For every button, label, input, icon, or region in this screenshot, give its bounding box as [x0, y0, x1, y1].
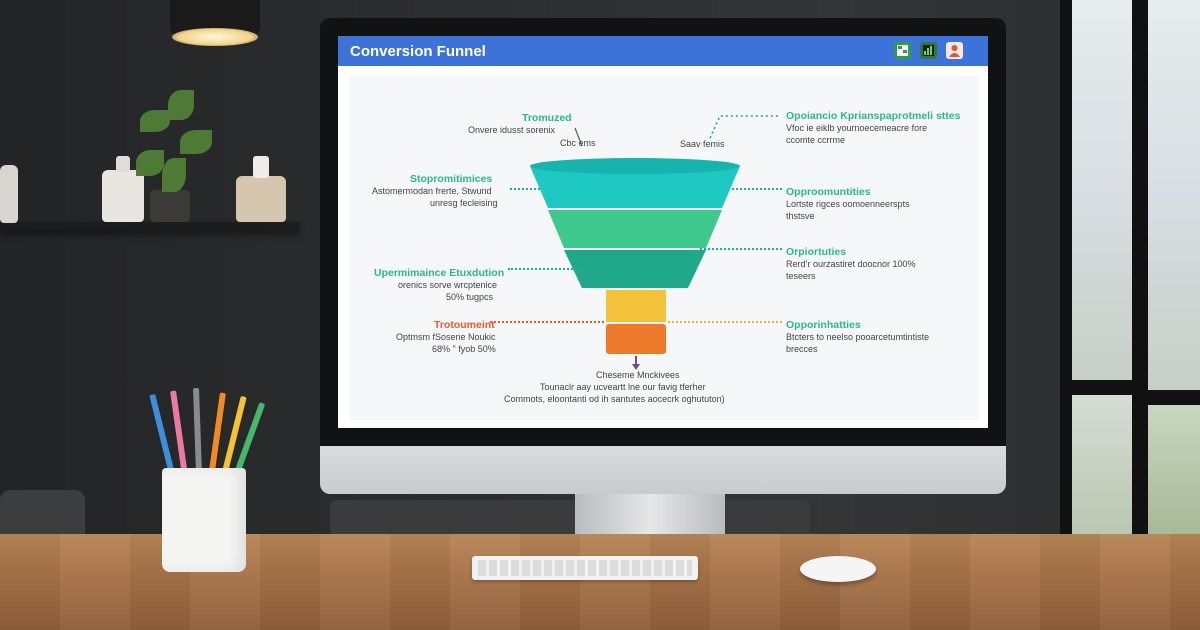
left-label-title: Trotoumeint	[434, 319, 495, 331]
shelf-bottle	[102, 156, 144, 222]
connector-line	[732, 188, 782, 190]
right-label-title: Orpiortuties	[786, 246, 847, 258]
connector	[574, 127, 583, 147]
right-label-title: Opoiancio Kprianspaprotmeli sttes	[786, 110, 961, 122]
connector-line	[510, 188, 540, 190]
right-label-title: Opporinhatties	[786, 319, 861, 331]
connector-line	[668, 321, 782, 323]
plant-leaf	[168, 90, 194, 120]
connector-line	[508, 268, 580, 270]
monitor-chin	[320, 446, 1006, 494]
chart-icon[interactable]	[920, 42, 937, 59]
funnel-diagram	[530, 115, 780, 370]
funnel-stage-5	[606, 324, 666, 354]
person-icon[interactable]	[946, 42, 963, 59]
wall-shelf	[0, 222, 300, 230]
plant-leaf	[180, 130, 212, 154]
right-label-sub: Vfoc ie eiklb yournoecemeacre fore	[786, 123, 928, 133]
funnel-stage-3	[564, 250, 706, 288]
sheet-icon[interactable]	[894, 42, 911, 59]
right-label-sub: thstsve	[786, 211, 815, 221]
right-label-sub: teseers	[786, 271, 816, 281]
plant-pot	[150, 190, 190, 222]
left-label-sub: 50% tugpcs	[446, 292, 494, 302]
connector-line	[700, 248, 782, 250]
left-label-sub: Astomermodan frerte, Stwund	[372, 186, 492, 196]
screen: Conversion Funnel	[338, 36, 988, 428]
plant-leaf	[140, 110, 170, 132]
right-label-sub: Btcters to neelso pooarcetumtintiste	[786, 332, 930, 342]
bottom-label-line: Tounaclr aay ucveartt lne our favig tfer…	[540, 382, 706, 392]
funnel-stage-1	[530, 166, 740, 208]
keyboard	[472, 556, 698, 580]
connector-line	[490, 321, 604, 323]
mouse	[800, 556, 876, 582]
shelf-jar	[236, 156, 286, 222]
right-label-sub: ccomte ccrrme	[786, 135, 846, 145]
left-label-sub: unresg fecleising	[430, 198, 498, 208]
funnel-canvas: Tromuzed Onvere idusst sorenix Cbc ems S…	[350, 76, 978, 420]
funnel-rim	[530, 158, 740, 174]
plant-leaf	[162, 158, 186, 192]
label-sub: Onvere idusst sorenix	[468, 125, 556, 135]
label-title: Tromuzed	[522, 112, 572, 124]
plant-leaf	[136, 150, 164, 176]
label-sub: Cbc ems	[560, 138, 596, 148]
left-label-sub: Optmsm fSosene Noukic	[396, 332, 496, 342]
funnel-stage-4	[606, 290, 666, 322]
label-sub: Saav femis	[680, 139, 725, 149]
window	[1060, 0, 1200, 620]
right-label-sub: Lortste rigces oomoenneerspts	[786, 199, 910, 209]
app-title: Conversion Funnel	[350, 43, 486, 60]
funnel-stage-2	[548, 210, 722, 248]
right-label-title: Opproomuntities	[786, 186, 871, 198]
arrow-down-icon	[632, 364, 640, 370]
connector	[709, 115, 780, 139]
left-label-title: Stopromitimices	[410, 173, 493, 185]
left-label-sub: 68% " fyob 50%	[432, 344, 496, 354]
desk-back	[330, 500, 810, 536]
right-label-sub: brecces	[786, 344, 818, 354]
pencil-cup	[162, 468, 246, 572]
left-label-sub: orenics sorve wrcptenice	[398, 280, 498, 290]
window-pane	[1148, 0, 1200, 390]
left-label-title: Upermimaince Etuxdution	[374, 267, 505, 279]
titlebar: Conversion Funnel	[338, 36, 988, 66]
lamp-light	[172, 28, 258, 46]
shelf-bottle	[0, 165, 18, 223]
right-label-sub: Rerd’r ourzastiret doocnor 100%	[786, 259, 916, 269]
window-pane	[1072, 0, 1132, 380]
bottom-label-line: Commots, eloontanti od ih santutes aocec…	[504, 394, 725, 404]
bottom-label-title: Cheseme Mnckivees	[596, 370, 680, 380]
